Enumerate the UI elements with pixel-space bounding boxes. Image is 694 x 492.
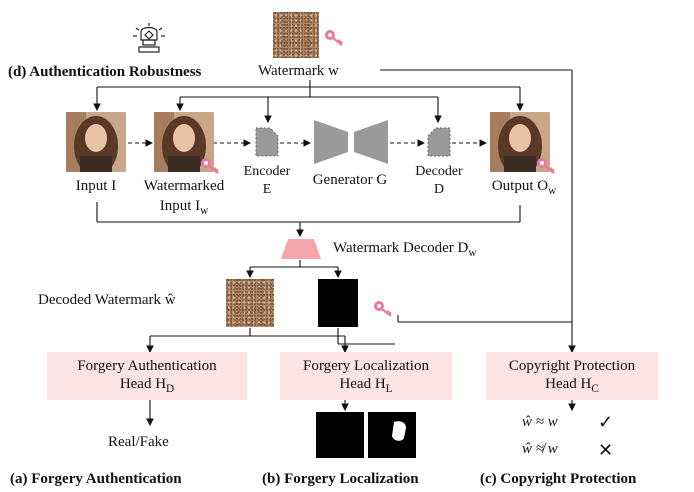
decoder-label-line2: D bbox=[433, 182, 445, 197]
decoded-watermark-image bbox=[226, 279, 274, 327]
generator-block bbox=[312, 118, 390, 166]
watermarked-image bbox=[154, 112, 214, 172]
caption-a: (a) Forgery Authentication bbox=[10, 471, 182, 487]
encoder-label-line2: E bbox=[262, 182, 272, 197]
localization-head-line1: Forgery Localization bbox=[303, 358, 429, 374]
decoded-watermark-label: Decoded Watermark ŵ bbox=[38, 292, 176, 308]
cross-icon: ✕ bbox=[598, 440, 614, 460]
watermarked-label-line1: Watermarked bbox=[143, 178, 225, 194]
key-icon bbox=[536, 157, 558, 180]
watermark-image bbox=[273, 12, 319, 58]
mask-image bbox=[318, 279, 358, 327]
decoder-label-line1: Decoder bbox=[415, 164, 463, 179]
copyright-head-line1: Copyright Protection bbox=[508, 358, 636, 374]
authentication-head-line2: Head HD bbox=[119, 376, 175, 396]
robustness-title: (d) Authentication Robustness bbox=[8, 64, 202, 80]
mismatch-result: ŵ ≉ w bbox=[522, 441, 558, 457]
decoder-block bbox=[426, 124, 452, 160]
forgery-localization-head: Forgery Localization Head HL bbox=[280, 352, 452, 400]
caption-b: (b) Forgery Localization bbox=[262, 471, 419, 487]
watermark-decoder-block bbox=[280, 238, 322, 260]
key-icon bbox=[324, 29, 346, 52]
check-icon: ✓ bbox=[598, 412, 614, 432]
forgery-authentication-head: Forgery Authentication Head HD bbox=[47, 352, 247, 400]
input-image bbox=[66, 112, 126, 172]
encoder-block bbox=[254, 124, 280, 160]
copyright-head-line2: Head HC bbox=[545, 376, 599, 396]
key-icon bbox=[200, 157, 222, 180]
caption-c: (c) Copyright Protection bbox=[480, 471, 637, 487]
real-fake-result: Real/Fake bbox=[108, 434, 169, 450]
robustness-icon bbox=[132, 22, 166, 54]
localization-head-line2: Head HL bbox=[339, 376, 393, 396]
watermark-decoder-label: Watermark Decoder Dw bbox=[333, 240, 477, 259]
encoder-label-line1: Encoder bbox=[243, 164, 291, 179]
mask-output-empty bbox=[316, 412, 364, 458]
match-result: ŵ ≈ w bbox=[522, 414, 558, 430]
generator-label: Generator G bbox=[312, 172, 388, 188]
watermark-label: Watermark w bbox=[258, 63, 339, 79]
mask-output-localized bbox=[368, 412, 416, 458]
output-label: Output Ow bbox=[491, 178, 557, 197]
key-icon bbox=[373, 300, 395, 323]
watermarked-label-line2: Input Iw bbox=[159, 198, 209, 217]
copyright-protection-head: Copyright Protection Head HC bbox=[486, 352, 658, 400]
input-label: Input I bbox=[75, 178, 117, 194]
authentication-head-line1: Forgery Authentication bbox=[77, 358, 217, 374]
